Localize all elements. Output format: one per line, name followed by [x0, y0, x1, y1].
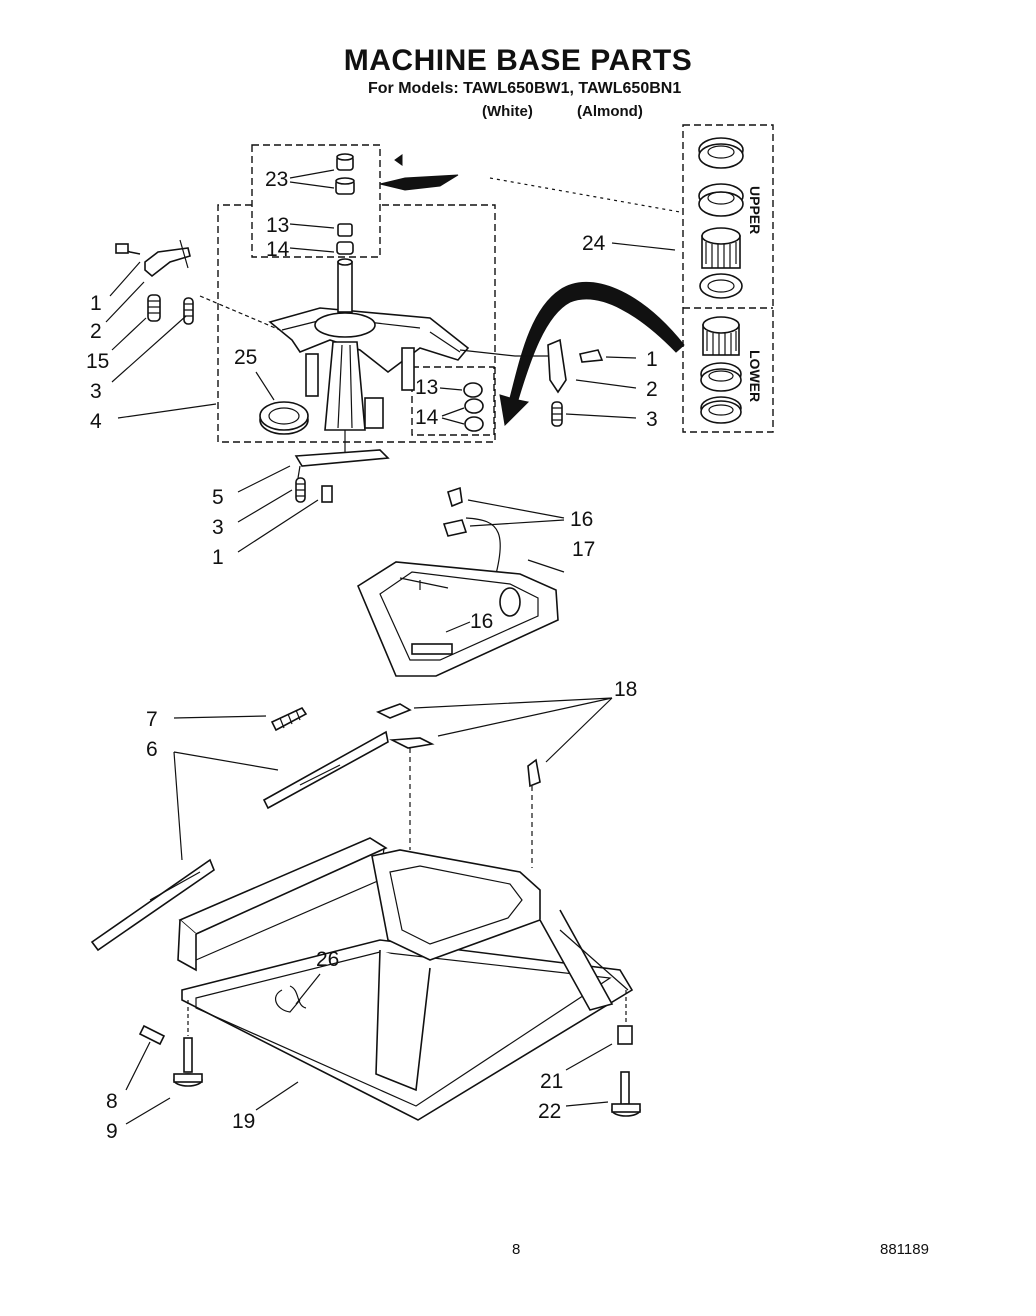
lower-label: LOWER [747, 350, 763, 402]
callout-1c: 1 [212, 546, 224, 569]
curved-arrow-icon [499, 281, 685, 427]
upper-label: UPPER [747, 186, 763, 234]
lower-seal-ring-icon [700, 396, 742, 424]
callout-26: 26 [316, 948, 339, 971]
drive-ring-icon [259, 401, 309, 435]
models-subtitle: For Models: TAWL650BW1, TAWL650BN1 [368, 80, 682, 97]
callout-14b: 14 [415, 406, 439, 429]
callout-14a: 14 [266, 238, 290, 261]
filled-arrow-icon [379, 174, 459, 191]
callout-15: 15 [86, 350, 109, 373]
center-post-assembly [268, 258, 548, 456]
callout-3c: 3 [212, 516, 224, 539]
callout-22: 22 [538, 1100, 561, 1123]
upper-washer-ring-icon [699, 273, 743, 299]
leader-lines [105, 169, 676, 1125]
brace-group [90, 706, 389, 952]
callout-23: 23 [265, 168, 288, 191]
callout-labels: 1 2 15 3 4 23 13 14 25 13 14 24 1 2 3 5 … [86, 168, 658, 1143]
callout-3b: 3 [646, 408, 658, 431]
callout-2b: 2 [646, 378, 658, 401]
dashed-enclosures [217, 144, 681, 443]
bearing-inset: UPPER LOWER [682, 124, 774, 433]
callout-3a: 3 [90, 380, 102, 403]
small-arrow-icon [394, 154, 403, 166]
suspension-frame [356, 561, 559, 677]
bushings-top [335, 153, 355, 255]
callout-16b: 16 [470, 610, 493, 633]
callout-1a: 1 [90, 292, 102, 315]
callout-25: 25 [234, 346, 257, 369]
callout-24: 24 [582, 232, 606, 255]
callout-18: 18 [614, 678, 637, 701]
callout-16a: 16 [570, 508, 593, 531]
left-bracket-group [115, 239, 281, 331]
callout-21: 21 [540, 1070, 563, 1093]
callout-9: 9 [106, 1120, 118, 1143]
leveling-legs [138, 990, 641, 1117]
upper-bearing-ring-icon [698, 137, 744, 169]
bushings-lower-kit [463, 382, 484, 432]
callout-5: 5 [212, 486, 224, 509]
strap-group [294, 449, 390, 503]
lower-bearing-ring-icon [700, 362, 742, 392]
pad-group [375, 703, 541, 868]
page-number: 8 [512, 1241, 521, 1258]
color-almond-label: (Almond) [577, 103, 643, 120]
page-title: MACHINE BASE PARTS [343, 44, 693, 77]
upper-spline-gear-icon [701, 227, 741, 269]
callout-4: 4 [90, 410, 102, 433]
callout-2a: 2 [90, 320, 102, 343]
callout-13a: 13 [266, 214, 289, 237]
callout-13b: 13 [415, 376, 438, 399]
document-code: 881189 [880, 1241, 929, 1258]
color-white-label: (White) [482, 103, 533, 120]
upper-seal-ring-icon [698, 183, 744, 217]
callout-1b: 1 [646, 348, 658, 371]
callout-17: 17 [572, 538, 595, 561]
callout-19: 19 [232, 1110, 255, 1133]
callout-6: 6 [146, 738, 158, 761]
right-bracket-group [547, 338, 604, 427]
callout-8: 8 [106, 1090, 118, 1113]
base-frame [177, 837, 634, 1121]
lower-spline-gear-icon [702, 316, 740, 356]
callout-7: 7 [146, 708, 158, 731]
